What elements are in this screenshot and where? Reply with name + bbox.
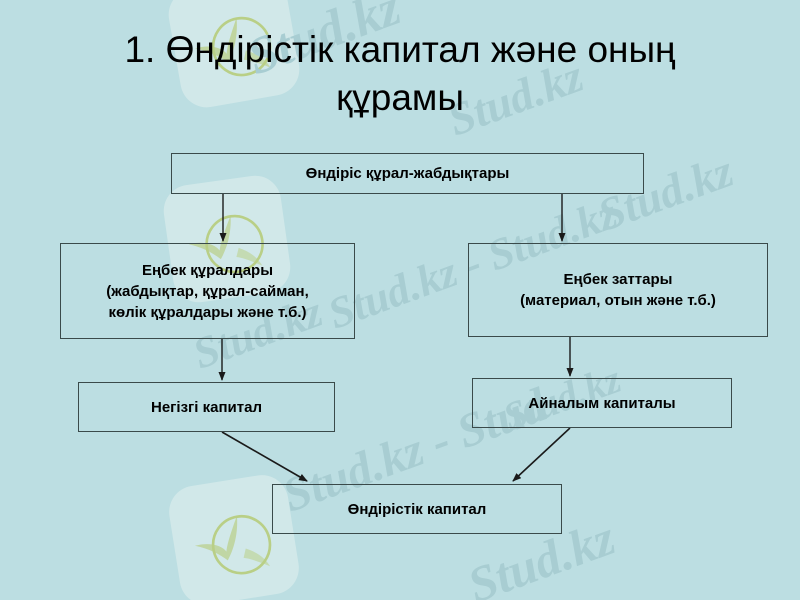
node-circulating-capital[interactable]: Айналым капиталы [472, 378, 732, 428]
node-line: Өндірістік капитал [347, 500, 487, 518]
node-production-means[interactable]: Өндіріс құрал-жабдықтары [171, 153, 644, 194]
node-line: Айналым капиталы [528, 394, 676, 412]
slide-title: 1. Өндірістік капитал және оның құрамы [124, 29, 676, 118]
node-labour-objects[interactable]: Еңбек заттары (материал, отын және т.б.) [468, 243, 768, 337]
node-line: Еңбек құралдары [141, 261, 274, 279]
node-line: көлік құралдары және т.б.) [108, 303, 307, 321]
node-line: Негізгі капитал [151, 398, 262, 416]
node-labour-instruments[interactable]: Еңбек құралдары (жабдықтар, құрал-сайман… [60, 243, 355, 339]
node-line: Өндіріс құрал-жабдықтары [305, 165, 510, 182]
bird-logo-icon [195, 514, 272, 575]
node-line: (жабдықтар, құрал-сайман, [106, 282, 309, 300]
node-production-capital[interactable]: Өндірістік капитал [272, 484, 562, 534]
node-line: (материал, отын және т.б.) [520, 292, 716, 309]
edge-fixed-to-production [221, 431, 308, 482]
edge-circulating-to-production [512, 427, 571, 482]
node-fixed-capital[interactable]: Негізгі капитал [78, 382, 335, 432]
node-line: Еңбек заттары [563, 271, 673, 288]
